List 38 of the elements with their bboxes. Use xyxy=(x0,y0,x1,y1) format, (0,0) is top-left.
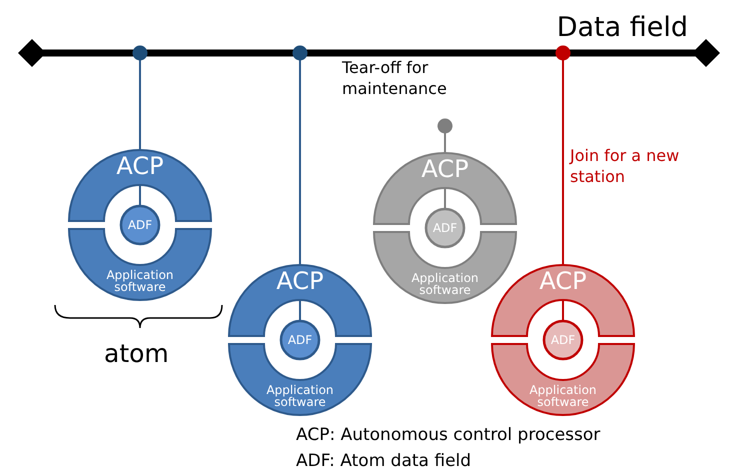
segment-label: ACP xyxy=(275,269,325,293)
segment-label: Application software xyxy=(528,384,598,408)
connector-line xyxy=(292,46,308,264)
connector-line xyxy=(562,300,564,320)
lower-ring-segment xyxy=(491,344,635,416)
circle-label: ADF xyxy=(432,222,458,234)
inner-circle xyxy=(425,208,465,248)
inner-circle xyxy=(543,320,583,360)
upper-ring-segment xyxy=(491,264,635,336)
connector-line xyxy=(556,46,570,264)
segment-label: ACP xyxy=(420,157,470,181)
lower-ring-segment xyxy=(373,232,517,304)
inner-circle xyxy=(280,320,320,360)
connector-line xyxy=(132,46,148,149)
group-label: atom xyxy=(104,338,169,370)
note-text: ADF: Atom data field xyxy=(296,450,472,472)
inner-circle xyxy=(120,205,160,245)
bus-label: Data field xyxy=(556,14,688,41)
annotation-text: Join for a new station xyxy=(570,146,680,188)
segment-label: Application software xyxy=(105,269,175,293)
lower-ring-segment xyxy=(68,229,212,301)
lower-ring-segment xyxy=(228,344,372,416)
connector-line xyxy=(139,185,141,205)
segment-label: ACP xyxy=(115,154,165,178)
connector-line xyxy=(444,188,446,208)
segment-label: Application software xyxy=(410,272,480,296)
circle-label: ADF xyxy=(550,334,576,346)
annotation-text: Tear-off for maintenance xyxy=(342,58,448,100)
connector-line xyxy=(438,118,452,152)
circle-label: ADF xyxy=(286,334,314,346)
connector-line xyxy=(299,300,301,320)
note-text: ACP: Autonomous control processor xyxy=(296,424,600,446)
circle-label: ADF xyxy=(126,219,154,231)
segment-label: ACP xyxy=(538,269,588,293)
segment-label: Application software xyxy=(265,384,335,408)
upper-ring-segment xyxy=(373,152,517,224)
upper-ring-segment xyxy=(68,149,212,221)
upper-ring-segment xyxy=(228,264,372,336)
